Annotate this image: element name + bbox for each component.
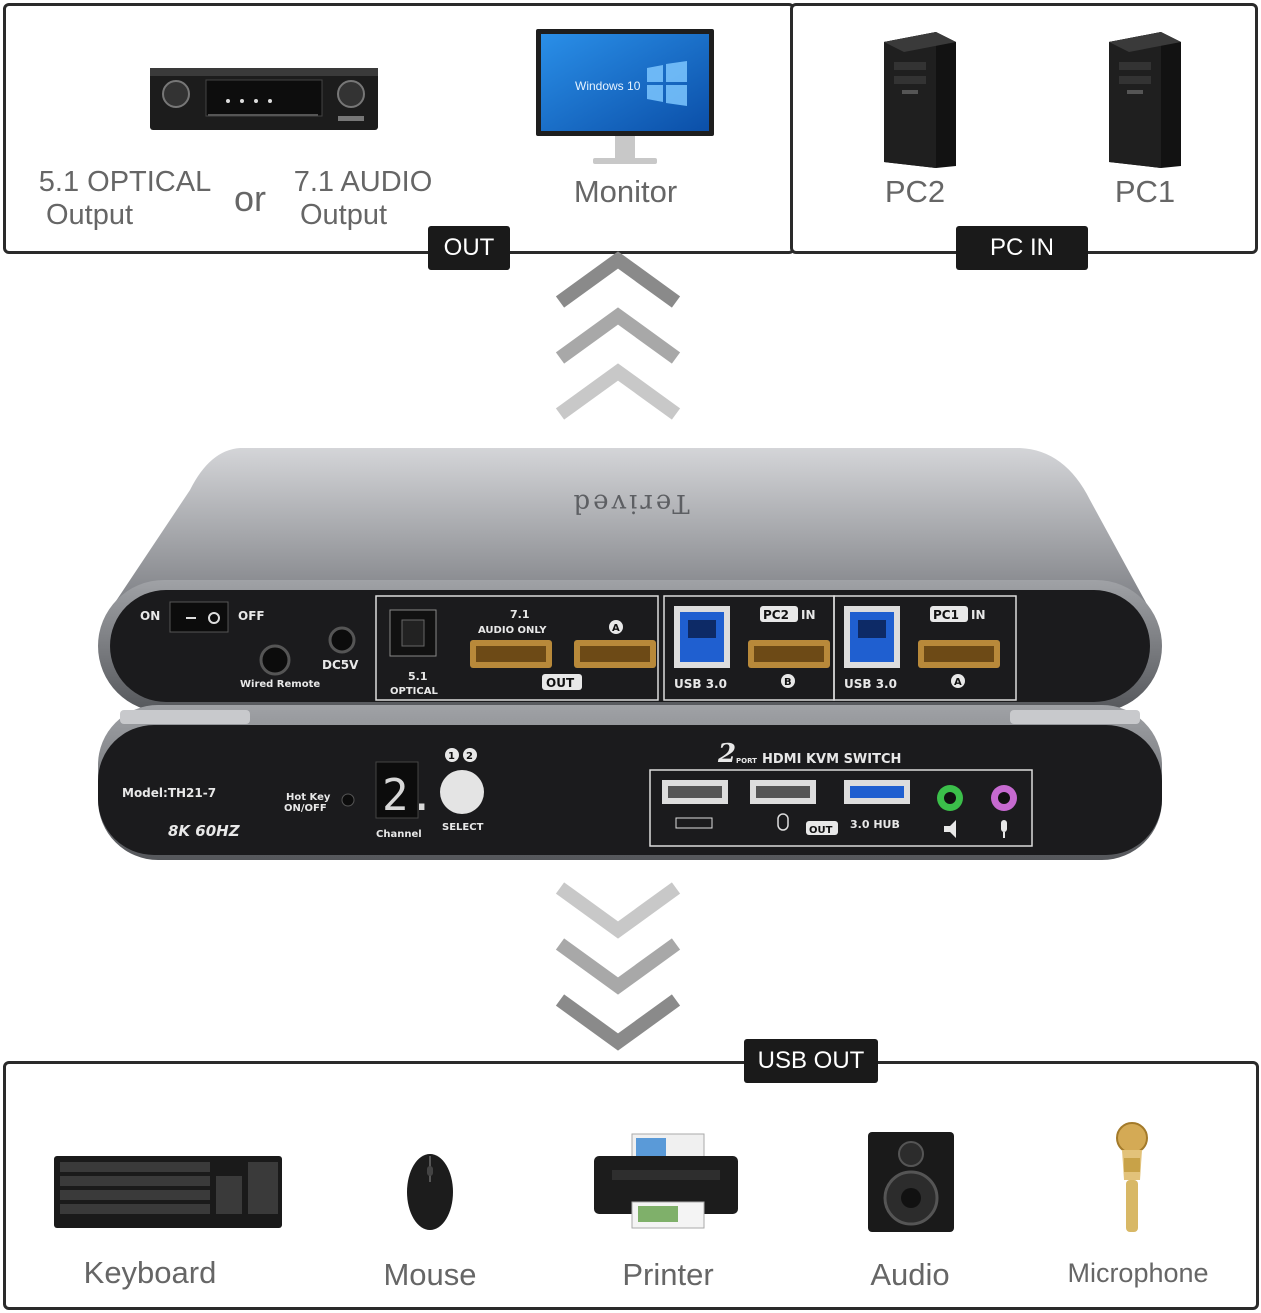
out-port-a-letter: A: [612, 623, 620, 634]
brand-engraving: Terived: [570, 488, 690, 518]
monitor-screen-text: Windows 10: [575, 79, 641, 93]
out-tag: OUT: [428, 226, 510, 270]
monitor-label: Monitor: [573, 174, 678, 209]
wired-remote-label: Wired Remote: [240, 679, 320, 690]
up-arrows-icon: [555, 251, 681, 420]
audio-71-number-label: 7.1: [510, 608, 530, 621]
printer-image: [594, 1133, 738, 1229]
pc2-tower-image: [884, 32, 956, 168]
switch-title: HDMI KVM SWITCH: [762, 752, 901, 767]
hotkey-line1: Hot Key: [286, 792, 331, 803]
optical-output-label: 5.1 OPTICAL Output: [30, 166, 220, 233]
select-number-2: 2: [466, 751, 473, 762]
pc1-in-badge: PC1: [933, 608, 959, 622]
pc-in-tag: PC IN: [956, 226, 1088, 270]
monitor-image: Windows 10: [536, 29, 714, 164]
keyboard-label: Keyboard: [83, 1255, 217, 1290]
analog-output-line1: 7.1 AUDIO: [293, 166, 433, 198]
printer-label: Printer: [622, 1257, 714, 1292]
pc1-usb30-label: USB 3.0: [844, 677, 897, 691]
av-receiver-image: [150, 68, 378, 130]
usb-out-tag: USB OUT: [744, 1039, 878, 1083]
select-label: SELECT: [442, 822, 484, 833]
pc-in-panel: [790, 3, 1258, 254]
pc1-in-word: IN: [971, 608, 986, 622]
or-label: or: [233, 178, 266, 219]
keyboard-image: [54, 1156, 282, 1228]
analog-output-label: 7.1 AUDIO Output: [278, 166, 448, 233]
port-count: 2: [717, 739, 736, 769]
down-arrows-icon: [555, 882, 681, 1051]
select-number-1: 1: [448, 751, 455, 762]
rear-out-badge: OUT: [546, 676, 575, 690]
optical-output-line1: 5.1 OPTICAL: [38, 166, 212, 198]
pc2-in-badge: PC2: [763, 608, 789, 622]
pc2-in-word: IN: [801, 608, 816, 622]
pc2-usb30-label: USB 3.0: [674, 677, 727, 691]
analog-output-line2: Output: [300, 199, 388, 232]
pc2-label: PC2: [884, 174, 946, 209]
audio-label: Audio: [870, 1257, 950, 1292]
optical-number-label: 5.1: [408, 670, 428, 683]
pc2-port-b-letter: B: [784, 677, 792, 688]
mouse-image: [407, 1154, 453, 1230]
channel-display: 2.: [382, 770, 435, 821]
pc1-tower-image: [1109, 32, 1181, 168]
microphone-image: [1116, 1122, 1148, 1232]
hub-label: 3.0 HUB: [850, 818, 900, 831]
optical-port-label: OPTICAL: [390, 686, 438, 697]
audio-only-label: AUDIO ONLY: [478, 625, 547, 636]
dc5v-label: DC5V: [322, 658, 359, 672]
optical-output-line2: Output: [46, 199, 134, 232]
pc1-label: PC1: [1114, 174, 1176, 209]
rear-off-label: OFF: [238, 609, 265, 623]
hotkey-line2: ON/OFF: [284, 803, 327, 814]
pc1-port-a-letter: A: [954, 677, 962, 688]
mouse-label: Mouse: [383, 1257, 477, 1292]
speaker-image: [868, 1132, 954, 1232]
microphone-label: Microphone: [1067, 1258, 1209, 1288]
kvm-switch-device: ON OFF Wired Remote DC5V 5.1 OPTICAL 7.1…: [98, 448, 1162, 860]
front-out-badge: OUT: [809, 825, 833, 836]
channel-label: Channel: [376, 829, 422, 840]
rear-on-label: ON: [140, 609, 160, 623]
port-word: PORT: [736, 757, 757, 765]
resolution-label: 8K 60HZ: [168, 822, 241, 840]
model-label: Model:TH21-7: [122, 786, 216, 800]
